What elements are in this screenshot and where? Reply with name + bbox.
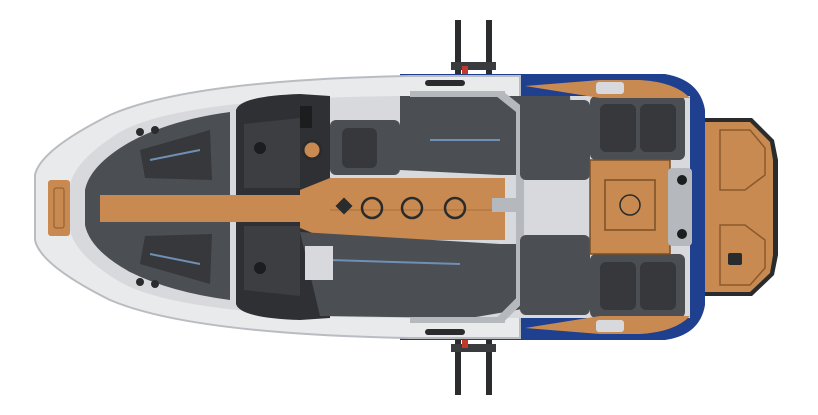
main-deck (165, 178, 505, 240)
bow-deck (48, 180, 70, 236)
board-rack-top (451, 20, 496, 82)
board-rack-bottom (451, 333, 496, 395)
engine-hatch (589, 159, 692, 255)
cleats (425, 80, 465, 335)
tower (410, 90, 524, 323)
port-seating (300, 232, 575, 318)
stern-deck-strips (525, 80, 690, 334)
rear-lounge (520, 96, 685, 318)
helm (300, 106, 400, 175)
swim-platform (700, 118, 778, 296)
